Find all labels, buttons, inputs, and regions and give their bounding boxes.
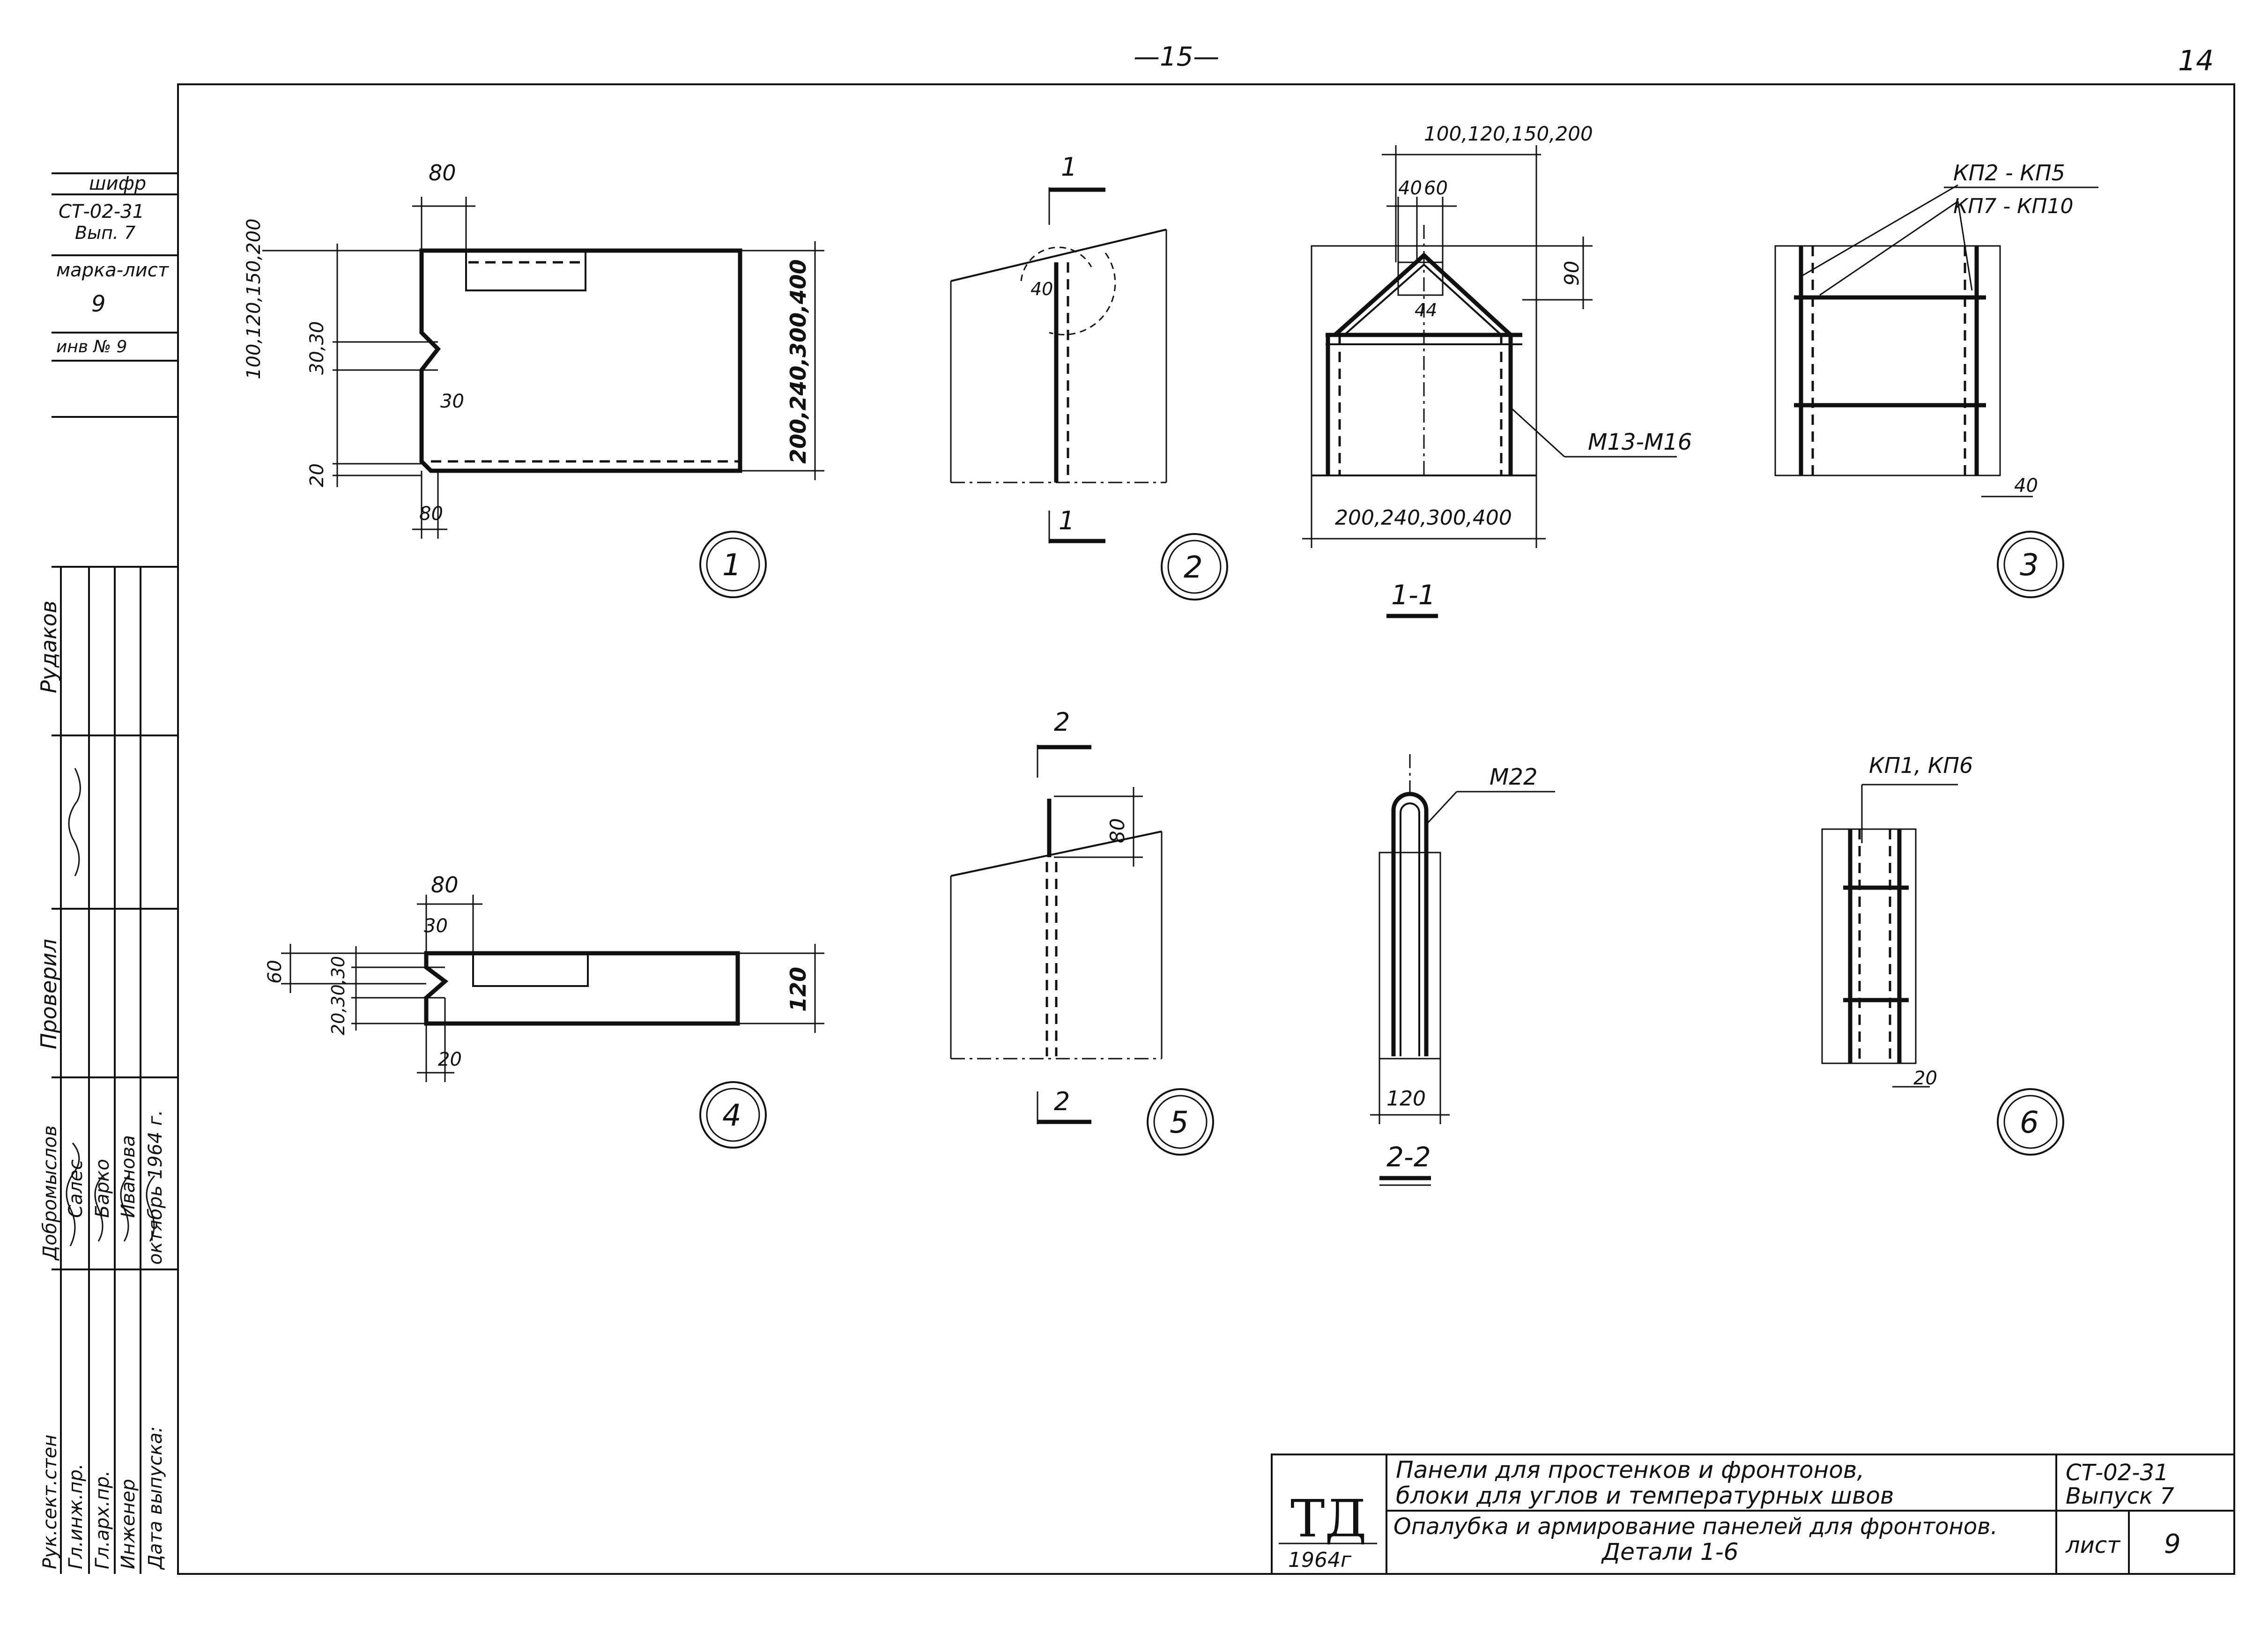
title-line-1: Панели для простенков и фронтонов, xyxy=(1396,1456,1864,1484)
detail-1-dim: 100,120,150,200 xyxy=(243,218,265,379)
detail-1-dim: 80 xyxy=(429,160,456,185)
section-2-2-callout: М22 xyxy=(1490,764,1538,790)
detail-3-dim: 40 xyxy=(2014,475,2038,497)
detail-4-label: 4 xyxy=(722,1098,741,1133)
stamp-code-issue: Вып. 7 xyxy=(75,223,135,243)
issue-number: Выпуск 7 xyxy=(2066,1483,2174,1509)
section-2-2: М22 120 2-2 xyxy=(1370,754,1555,1186)
detail-2-label: 2 xyxy=(1184,550,1203,585)
corner-page-number: 14 xyxy=(2178,45,2214,77)
detail-5-marker xyxy=(1147,1088,1214,1156)
detail-6: КП1, КП6 20 6 xyxy=(1821,753,2064,1156)
title-block: ТД 1964г Панели для простенков и фронтон… xyxy=(1271,1454,2235,1575)
detail-6-dim: 20 xyxy=(1913,1068,1937,1089)
signature-scribble xyxy=(68,768,81,876)
detail-6-marker xyxy=(1997,1088,2064,1156)
detail-1-dim: 200,240,300,400 xyxy=(786,259,811,464)
section-1-1-dim: 200,240,300,400 xyxy=(1335,506,1512,530)
detail-4: 80 30 60 20,30,30 20 120 4 xyxy=(264,872,824,1149)
checked-label: Проверил xyxy=(36,939,61,1049)
drawing-frame xyxy=(177,83,2235,1575)
detail-1-dim: 80 xyxy=(419,503,443,525)
subtitle-line-1: Опалубка и армирование панелей для фронт… xyxy=(1393,1513,1998,1540)
role-4: Инженер xyxy=(118,1479,139,1569)
signature-scribble xyxy=(94,1175,104,1242)
detail-3-callout: КП7 - КП10 xyxy=(1953,194,2073,218)
detail-5-dim: 80 xyxy=(1106,818,1129,843)
detail-2-angle: 40 xyxy=(1030,279,1053,299)
detail-1-dim: 20 xyxy=(306,463,328,487)
logo-year: 1964г xyxy=(1288,1548,1352,1572)
name-3: Барко xyxy=(92,1159,113,1218)
detail-3: КП2 - КП5 КП7 - КП10 40 3 xyxy=(1774,160,2098,598)
detail-2-section-mark: 1 xyxy=(1059,506,1075,535)
role-2: Гл.инж.пр. xyxy=(65,1463,87,1569)
stamp-code-label: шифр xyxy=(89,173,146,194)
detail-1-dim: 30,30 xyxy=(306,321,328,375)
detail-4-dim: 20 xyxy=(438,1049,462,1070)
section-2-2-dim: 120 xyxy=(1386,1087,1426,1111)
detail-4-dim: 120 xyxy=(786,967,811,1012)
role-3: Гл.арх.пр. xyxy=(92,1470,113,1569)
section-2-2-title: 2-2 xyxy=(1386,1141,1431,1173)
author-name: Рудаков xyxy=(36,601,61,693)
detail-2: 40 1 1 2 xyxy=(950,152,1228,601)
detail-2-marker xyxy=(1161,533,1228,601)
section-1-1-dim: 90 xyxy=(1560,261,1583,286)
detail-5-section-mark: 2 xyxy=(1054,707,1070,737)
detail-4-dim: 60 xyxy=(264,960,286,984)
signature-scribble xyxy=(66,1142,80,1246)
section-1-1-dim: 100,120,150,200 xyxy=(1424,122,1593,145)
section-1-1-title: 1-1 xyxy=(1391,579,1436,611)
signature-block: Рудаков Проверил Рук.сект.стен Гл.инж.пр… xyxy=(36,566,178,1574)
stamp-code-value: СТ-02-31 xyxy=(59,201,144,223)
detail-2-section-mark: 1 xyxy=(1061,152,1077,182)
signature-scribble xyxy=(120,1175,130,1242)
sheet-number: 9 xyxy=(2164,1529,2181,1559)
detail-1-dim: 30 xyxy=(440,391,464,412)
detail-5-section-mark: 2 xyxy=(1054,1087,1070,1116)
role-5: Дата выпуска: xyxy=(145,1426,166,1570)
stamp-mark-label: марка-лист xyxy=(56,260,170,281)
detail-1-marker xyxy=(699,531,767,598)
detail-3-marker xyxy=(1997,531,2064,598)
subtitle-line-2: Детали 1-6 xyxy=(1601,1538,1739,1565)
detail-5: 80 2 2 5 xyxy=(950,707,1214,1156)
sheet-label: лист xyxy=(2065,1532,2121,1558)
name-1: Добромыслов xyxy=(39,1125,61,1261)
left-stamp: шифр СТ-02-31 Вып. 7 марка-лист 9 инв № … xyxy=(52,172,178,418)
detail-1: 80 100,120,150,200 30,30 30 20 80 200,24… xyxy=(243,160,824,598)
section-1-1-dim: 60 xyxy=(1424,178,1448,199)
detail-6-callout: КП1, КП6 xyxy=(1869,753,1973,778)
detail-3-label: 3 xyxy=(2020,548,2039,583)
stamp-inv-label: инв № 9 xyxy=(56,337,127,356)
section-1-1: 100,120,150,200 40 60 44 90 200,240,300,… xyxy=(1302,122,1692,618)
section-1-1-dim: 44 xyxy=(1415,300,1437,320)
section-1-1-callout: М13-М16 xyxy=(1588,429,1692,455)
detail-3-callout: КП2 - КП5 xyxy=(1953,160,2065,185)
detail-4-marker xyxy=(699,1081,767,1149)
logo-mark: ТД xyxy=(1290,1489,1367,1549)
detail-6-label: 6 xyxy=(2020,1105,2039,1140)
detail-1-label: 1 xyxy=(722,548,741,583)
title-line-2: блоки для углов и температурных швов xyxy=(1396,1482,1894,1509)
series-code: СТ-02-31 xyxy=(2066,1460,2169,1486)
section-1-1-dim: 40 xyxy=(1398,178,1422,199)
detail-5-label: 5 xyxy=(1170,1105,1189,1140)
role-1: Рук.сект.стен xyxy=(39,1435,61,1570)
stamp-mark-value: 9 xyxy=(91,291,106,317)
detail-4-dim: 30 xyxy=(424,915,448,937)
top-page-number: —15— xyxy=(1134,42,1219,72)
detail-4-dim: 20,30,30 xyxy=(328,956,348,1035)
signature-scribble xyxy=(146,1175,156,1242)
detail-4-dim: 80 xyxy=(431,872,459,898)
